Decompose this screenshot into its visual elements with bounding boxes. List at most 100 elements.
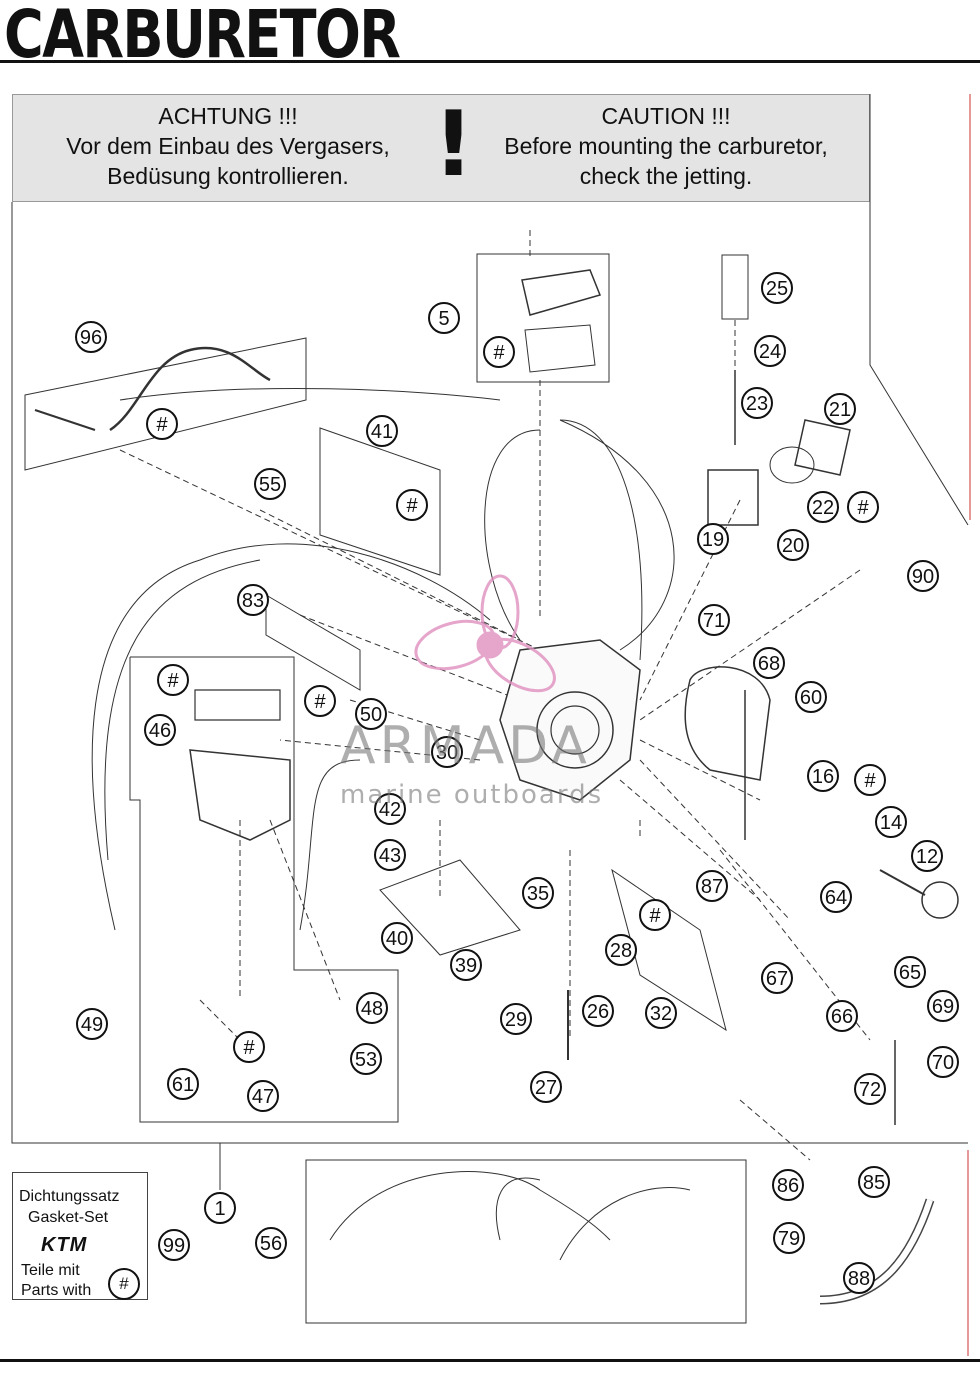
callout-83: 83 <box>237 584 269 616</box>
svg-text:70: 70 <box>932 1052 954 1074</box>
callout-72: 72 <box>854 1073 886 1105</box>
callout-hash: # <box>233 1031 265 1063</box>
gasket-en-label: Gasket-Set <box>28 1209 109 1226</box>
svg-text:#: # <box>857 497 869 519</box>
parts-en-label: Parts with <box>21 1282 92 1299</box>
callout-68: 68 <box>753 647 785 679</box>
svg-text:88: 88 <box>848 1268 870 1290</box>
callout-14: 14 <box>875 806 907 838</box>
svg-text:32: 32 <box>650 1003 672 1025</box>
sensor-box <box>24 337 307 471</box>
svg-text:#: # <box>649 905 661 927</box>
callout-47: 47 <box>247 1080 279 1112</box>
svg-text:96: 96 <box>80 327 102 349</box>
svg-text:71: 71 <box>703 610 725 632</box>
svg-text:14: 14 <box>880 812 902 834</box>
callout-20: 20 <box>777 529 809 561</box>
watermark-logo-icon <box>414 574 556 693</box>
svg-text:50: 50 <box>360 704 382 726</box>
svg-text:#: # <box>864 770 876 792</box>
callout-21: 21 <box>824 393 856 425</box>
warning-de-line2: Bedüsung kontrollieren. <box>107 163 349 189</box>
bottom-rule <box>0 1359 980 1362</box>
svg-text:23: 23 <box>746 393 768 415</box>
callout-96: 96 <box>75 321 107 353</box>
callout-55: 55 <box>254 468 286 500</box>
callout-40: 40 <box>381 922 413 954</box>
callout-70: 70 <box>927 1046 959 1078</box>
svg-text:46: 46 <box>149 720 171 742</box>
callout-35: 35 <box>522 877 554 909</box>
svg-text:53: 53 <box>355 1049 377 1071</box>
callout-66: 66 <box>826 1000 858 1032</box>
callout-22: 22 <box>807 491 839 523</box>
callout-48: 48 <box>356 992 388 1024</box>
callout-99: 99 <box>158 1229 190 1261</box>
callout-19: 19 <box>697 523 729 555</box>
float-bowl-box <box>129 656 399 1123</box>
svg-text:19: 19 <box>702 529 724 551</box>
callout-hash: # <box>854 764 886 796</box>
svg-text:72: 72 <box>859 1079 881 1101</box>
callout-hash: # <box>396 489 428 521</box>
svg-text:68: 68 <box>758 653 780 675</box>
svg-text:30: 30 <box>436 742 458 764</box>
callout-24: 24 <box>754 335 786 367</box>
callout-1: 1 <box>204 1192 236 1224</box>
callout-39: 39 <box>450 949 482 981</box>
svg-text:1: 1 <box>214 1198 225 1220</box>
callout-49: 49 <box>76 1008 108 1040</box>
callout-46: 46 <box>144 714 176 746</box>
svg-text:85: 85 <box>863 1172 885 1194</box>
svg-text:25: 25 <box>766 278 788 300</box>
parts-de-label: Teile mit <box>21 1262 80 1279</box>
svg-text:26: 26 <box>587 1001 609 1023</box>
frame-right <box>869 94 969 526</box>
svg-text:29: 29 <box>505 1009 527 1031</box>
gasket-de-label: Dichtungssatz <box>19 1188 120 1205</box>
callout-60: 60 <box>795 681 827 713</box>
callout-79: 79 <box>773 1222 805 1254</box>
svg-text:20: 20 <box>782 535 804 557</box>
svg-text:49: 49 <box>81 1014 103 1036</box>
watermark-brand: ARMADA <box>340 716 591 776</box>
callout-67: 67 <box>761 962 793 994</box>
svg-text:67: 67 <box>766 968 788 990</box>
callout-56: 56 <box>255 1227 287 1259</box>
svg-text:#: # <box>156 414 168 436</box>
svg-text:66: 66 <box>831 1006 853 1028</box>
warning-banner: ACHTUNG !!! Vor dem Einbau des Vergasers… <box>12 94 870 202</box>
svg-text:65: 65 <box>899 962 921 984</box>
callout-41: 41 <box>366 415 398 447</box>
callout-50: 50 <box>355 698 387 730</box>
svg-text:21: 21 <box>829 399 851 421</box>
callout-69: 69 <box>927 990 959 1022</box>
warning-en-line2: check the jetting. <box>579 163 753 189</box>
callout-43: 43 <box>374 839 406 871</box>
svg-text:61: 61 <box>172 1074 194 1096</box>
svg-text:42: 42 <box>379 799 401 821</box>
svg-text:83: 83 <box>242 590 264 612</box>
callout-26: 26 <box>582 995 614 1027</box>
svg-text:86: 86 <box>777 1175 799 1197</box>
svg-text:47: 47 <box>252 1086 274 1108</box>
svg-text:56: 56 <box>260 1233 282 1255</box>
svg-text:90: 90 <box>912 566 934 588</box>
callout-hash: # <box>847 491 879 523</box>
warning-en-line1: Before mounting the carburetor, <box>504 133 828 159</box>
callout-65: 65 <box>894 956 926 988</box>
callout-hash: # <box>304 685 336 717</box>
exclamation-icon: ! <box>433 92 475 197</box>
hose-fitting-box <box>265 594 361 691</box>
gasket-set-legend: Dichtungssatz Gasket-Set KTM Teile mit P… <box>12 1172 148 1300</box>
callout-23: 23 <box>741 387 773 419</box>
svg-text:#: # <box>406 495 418 517</box>
callout-85: 85 <box>858 1166 890 1198</box>
callout-hash: # <box>483 336 515 368</box>
callout-87: 87 <box>696 870 728 902</box>
callout-25: 25 <box>761 272 793 304</box>
svg-text:#: # <box>493 342 505 364</box>
svg-text:16: 16 <box>812 766 834 788</box>
